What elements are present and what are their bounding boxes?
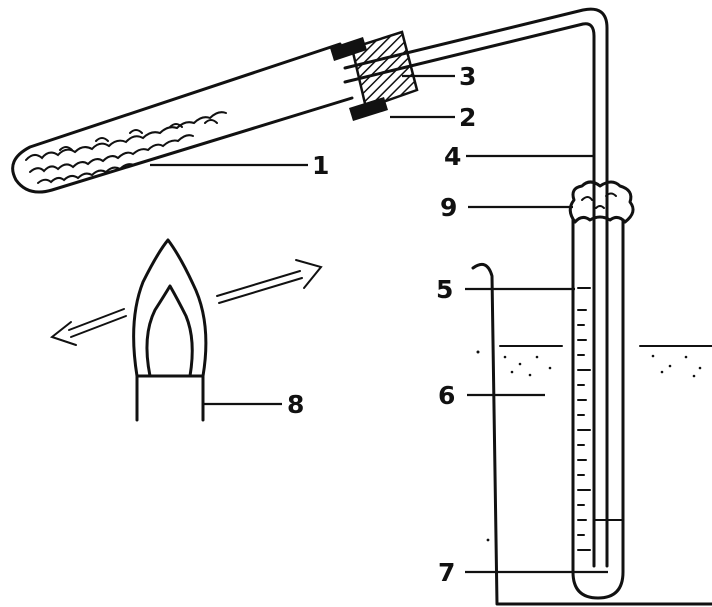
double-arrow-right (216, 259, 323, 304)
water-trough (471, 262, 712, 606)
label-9: 9 (440, 193, 457, 222)
label-6: 6 (438, 381, 455, 410)
label-8: 8 (287, 390, 304, 419)
label-7: 7 (438, 558, 455, 587)
delivery-tube (343, 7, 609, 568)
graduation-marks (577, 287, 591, 551)
heated-test-tube (11, 42, 354, 194)
label-4: 4 (444, 142, 461, 171)
solid-sample (25, 111, 227, 184)
label-5: 5 (436, 275, 453, 304)
label-2: 2 (459, 103, 476, 132)
leader-lines (150, 74, 608, 574)
rubber-stopper (350, 30, 419, 110)
burner (135, 374, 205, 422)
clamp-ring (330, 37, 388, 121)
double-arrow-left (49, 308, 127, 346)
label-1: 1 (312, 151, 329, 180)
graduated-collection-tube (571, 218, 625, 600)
burner-flame (132, 238, 208, 378)
water-surface-dots (476, 350, 702, 542)
label-3: 3 (459, 62, 476, 91)
cotton-plug (568, 180, 635, 224)
